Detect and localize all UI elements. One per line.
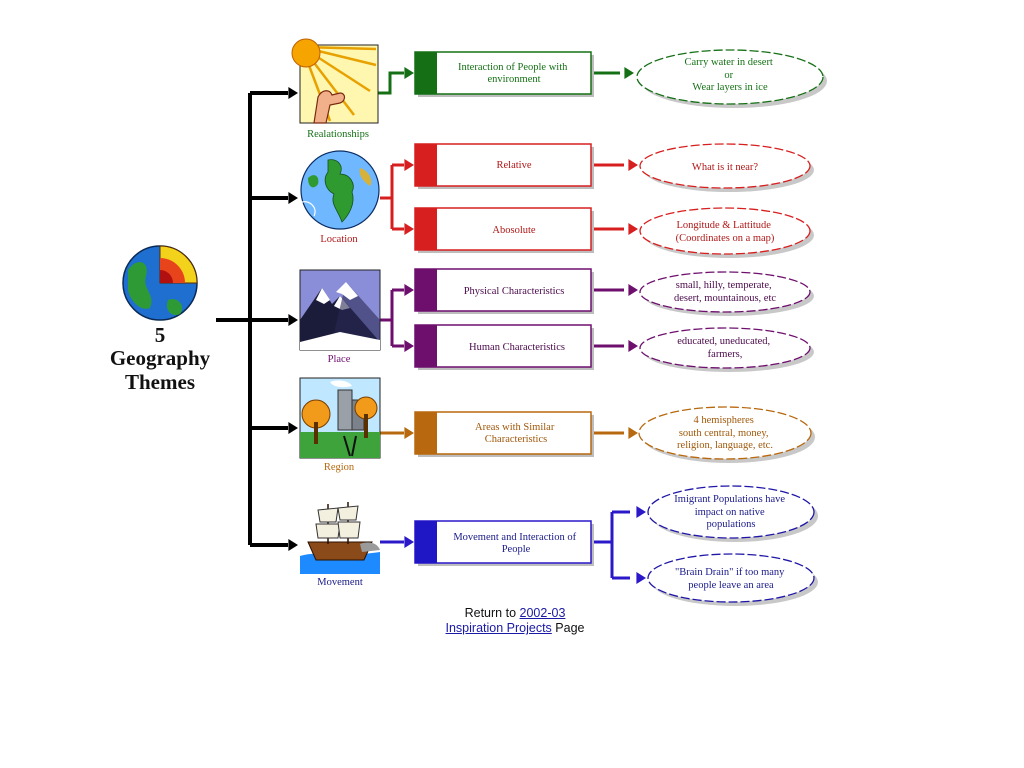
box-physical-characteristics[interactable]: Physical Characteristics [414, 268, 594, 314]
earth-core-icon [122, 245, 198, 321]
box-abosolute[interactable]: Abosolute [414, 207, 594, 253]
connector-arrowhead [628, 159, 638, 171]
cloud-text-line: impact on native [695, 507, 765, 518]
connector-arrowhead [628, 223, 638, 235]
box-human-characteristics[interactable]: Human Characteristics [414, 324, 594, 370]
box-text-line: Physical Characteristics [464, 286, 565, 297]
connector-arrowhead [404, 427, 414, 439]
cloud-text-line: What is it near? [692, 162, 759, 173]
trunk-arrowhead [288, 192, 298, 204]
cloud-text-line: Carry water in desert [685, 57, 773, 68]
box-interaction[interactable]: Interaction of People with environment [414, 51, 594, 97]
connector-arrowhead [404, 536, 414, 548]
box-text-line: Areas with Similar [475, 422, 555, 433]
cloud-text-line: small, hilly, temperate, [676, 280, 772, 291]
cloud-text-line: people leave an area [688, 580, 774, 591]
central-title-line1: Geography [110, 346, 211, 370]
svg-text:Interaction of People with: Interaction of People with environment [458, 62, 570, 85]
cloud-text-line: south central, money, [679, 428, 769, 439]
box-text-line: Human Characteristics [469, 342, 565, 353]
connector-arrowhead [636, 506, 646, 518]
trunk-arrowhead [288, 314, 298, 326]
cloud-text-line: religion, language, etc. [677, 440, 773, 451]
box-text-line: Abosolute [492, 225, 536, 236]
sun-hand-icon [291, 38, 379, 124]
svg-text:Longitude & Lattitude: Longitude & Lattitude (Coordinates on a … [676, 220, 775, 244]
connector-arrowhead [404, 67, 414, 79]
svg-text:Imigrant Populations have: Imigrant Populations have impact on nati… [674, 494, 787, 530]
svg-text:small, hilly, temperate,: small, hilly, temperate, desert, mountai… [674, 280, 776, 304]
theme-label-location: Location [320, 234, 358, 245]
link-inspiration-projects[interactable]: Inspiration Projects [445, 621, 552, 635]
box-text-line: Relative [497, 160, 532, 171]
ship-icon [300, 498, 380, 574]
connector-arrowhead [636, 572, 646, 584]
trunk-arrowhead [288, 422, 298, 434]
theme-label-relationships: Realationships [307, 129, 369, 140]
theme-label-movement: Movement [317, 577, 363, 588]
city-trees-icon [299, 377, 381, 459]
cloud-longitude[interactable]: Longitude & Lattitude (Coordinates on a … [639, 207, 814, 258]
connector-relationships [378, 71, 404, 95]
connector-arrowhead [624, 67, 634, 79]
cloud-human-examples[interactable]: educated, uneducated, farmers, [639, 327, 814, 372]
box-areas-similar[interactable]: Areas with Similar Characteristics [414, 411, 594, 457]
cloud-text-line: 4 hemispheres [694, 415, 754, 426]
cloud-imigrant[interactable]: Imigrant Populations have impact on nati… [647, 485, 818, 542]
footer-prefix: Return to [464, 606, 517, 620]
connector-arrowhead [404, 284, 414, 296]
connector-arrowhead [404, 223, 414, 235]
trunk-arrowhead [288, 539, 298, 551]
cloud-text-line: Imigrant Populations have [674, 494, 785, 505]
central-number: 5 [155, 323, 166, 347]
box-text-line: environment [487, 74, 540, 85]
svg-text:Carry water in desert: Carry water in desert or Wear layers in … [685, 57, 776, 93]
theme-label-place: Place [328, 354, 351, 365]
cloud-text-line: desert, mountainous, etc [674, 293, 776, 304]
cloud-what-near[interactable]: What is it near? [639, 143, 814, 192]
box-relative[interactable]: Relative [414, 143, 594, 189]
central-topic[interactable]: 5 Geography Themes [110, 245, 211, 394]
connector-arrowhead [628, 427, 638, 439]
connector-arrowhead [404, 340, 414, 352]
connectors [216, 67, 646, 584]
box-text-line: Movement and Interaction of [453, 532, 576, 543]
svg-text:"Brain Drain" if too many: "Brain Drain" if too many people leave a… [675, 567, 787, 591]
theme-label-region: Region [324, 462, 355, 473]
svg-text:educated, uneducated,: educated, uneducated, farmers, [677, 336, 773, 360]
box-text-line: Interaction of People with [458, 62, 568, 73]
cloud-text-line: populations [707, 519, 756, 530]
footer: Return to 2002-03 Inspiration Projects P… [420, 606, 610, 636]
cloud-text-line: Longitude & Lattitude [676, 220, 771, 231]
cloud-hemispheres[interactable]: 4 hemispheres south central, money, reli… [638, 406, 815, 463]
cloud-text-line: or [724, 70, 733, 81]
cloud-text-line: "Brain Drain" if too many [675, 567, 785, 578]
trunk-arrowhead [288, 87, 298, 99]
central-title-line2: Themes [125, 370, 195, 394]
cloud-carry-water[interactable]: Carry water in desert or Wear layers in … [636, 49, 827, 108]
svg-text:Areas with Similar Cha: Areas with Similar Characteristics [475, 422, 557, 445]
cloud-brain-drain[interactable]: "Brain Drain" if too many people leave a… [647, 553, 818, 606]
svg-text:4 hemispheres south ce: 4 hemispheres south central, money, reli… [677, 415, 773, 451]
mountain-icon [299, 269, 381, 351]
globe-icon [300, 150, 380, 230]
box-text-line: Characteristics [485, 434, 547, 445]
svg-text:Movement and Interaction of: Movement and Interaction of People [453, 532, 578, 555]
connector-arrowhead [628, 284, 638, 296]
cloud-text-line: (Coordinates on a map) [676, 233, 775, 244]
cloud-text-line: Wear layers in ice [692, 82, 768, 93]
cloud-physical-examples[interactable]: small, hilly, temperate, desert, mountai… [639, 271, 814, 316]
box-movement-interaction[interactable]: Movement and Interaction of People [414, 520, 594, 566]
connector-arrowhead [628, 340, 638, 352]
link-2002-03[interactable]: 2002-03 [519, 606, 566, 620]
cloud-text-line: farmers, [708, 349, 743, 360]
footer-suffix: Page [555, 621, 585, 635]
cloud-text-line: educated, uneducated, [677, 336, 770, 347]
box-text-line: People [502, 544, 531, 555]
connector-arrowhead [404, 159, 414, 171]
